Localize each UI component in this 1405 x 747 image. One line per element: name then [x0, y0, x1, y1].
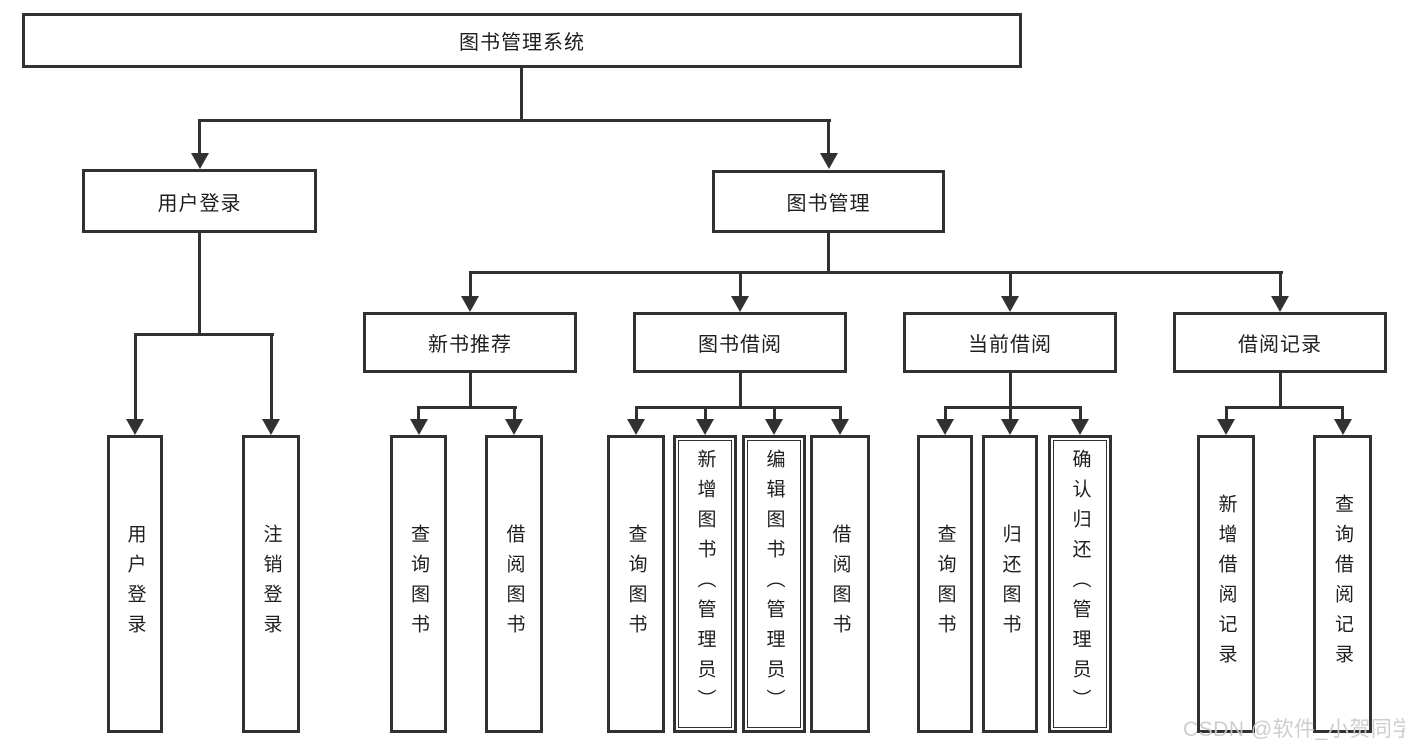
arrowhead-icon — [126, 419, 144, 435]
arrowhead-icon — [765, 419, 783, 435]
arrowhead-icon — [262, 419, 280, 435]
connector-line — [513, 406, 516, 421]
connector-line — [944, 406, 1082, 409]
connector-line — [635, 406, 638, 421]
connector-line — [739, 271, 742, 298]
connector-line — [1225, 406, 1228, 421]
arrowhead-icon — [731, 296, 749, 312]
arrowhead-icon — [1001, 296, 1019, 312]
leaf-query-books-recommend: 查询图书 — [390, 435, 447, 733]
leaf-add-book-admin: 新增图书（管理员） — [673, 435, 737, 733]
connector-root-stem — [520, 66, 523, 121]
arrowhead-icon — [1001, 419, 1019, 435]
arrowhead-icon — [1071, 419, 1089, 435]
leaf-user-login: 用户登录 — [107, 435, 163, 733]
connector-line — [1079, 406, 1082, 421]
node-current-borrowing: 当前借阅 — [903, 312, 1117, 373]
node-borrowing-records: 借阅记录 — [1173, 312, 1387, 373]
connector-line — [469, 371, 472, 409]
arrowhead-icon — [191, 153, 209, 169]
node-new-book-recommend: 新书推荐 — [363, 312, 577, 373]
connector-line — [417, 406, 517, 409]
connector-line — [417, 406, 420, 421]
arrowhead-icon — [936, 419, 954, 435]
connector-line — [773, 406, 776, 421]
leaf-query-books-current: 查询图书 — [917, 435, 973, 733]
connector-line — [1225, 406, 1344, 409]
connector-line — [1279, 271, 1282, 298]
connector-line — [134, 333, 137, 421]
arrowhead-icon — [410, 419, 428, 435]
arrowhead-icon — [505, 419, 523, 435]
arrowhead-icon — [820, 153, 838, 169]
leaf-confirm-return-admin: 确认归还（管理员） — [1048, 435, 1112, 733]
connector-line — [739, 371, 742, 409]
connector-line — [1009, 271, 1012, 298]
leaf-query-borrow-record: 查询借阅记录 — [1313, 435, 1372, 733]
node-root-system: 图书管理系统 — [22, 13, 1022, 68]
connector-line — [134, 333, 274, 336]
leaf-borrow-books-recommend: 借阅图书 — [485, 435, 543, 733]
connector-line — [704, 406, 707, 421]
connector-root-branch — [198, 119, 831, 122]
leaf-add-borrow-record: 新增借阅记录 — [1197, 435, 1255, 733]
connector-line — [469, 271, 1283, 274]
connector-line — [827, 231, 830, 274]
connector-line — [270, 333, 273, 421]
connector-line — [1009, 406, 1012, 421]
connector-line — [635, 406, 842, 409]
connector-line — [839, 406, 842, 421]
leaf-query-books-borrowing: 查询图书 — [607, 435, 665, 733]
connector-line — [198, 119, 201, 155]
arrowhead-icon — [1334, 419, 1352, 435]
connector-line — [198, 231, 201, 335]
arrowhead-icon — [461, 296, 479, 312]
arrowhead-icon — [696, 419, 714, 435]
arrowhead-icon — [831, 419, 849, 435]
leaf-return-books: 归还图书 — [982, 435, 1038, 733]
arrowhead-icon — [1217, 419, 1235, 435]
arrowhead-icon — [1271, 296, 1289, 312]
connector-line — [1341, 406, 1344, 421]
node-book-management: 图书管理 — [712, 170, 945, 233]
connector-line — [1009, 371, 1012, 409]
connector-line — [827, 119, 830, 155]
node-book-borrowing: 图书借阅 — [633, 312, 847, 373]
connector-line — [469, 271, 472, 298]
csdn-watermark: CSDN @软件_小贺同学 — [1183, 718, 1405, 741]
leaf-edit-book-admin: 编辑图书（管理员） — [742, 435, 806, 733]
leaf-logout: 注销登录 — [242, 435, 300, 733]
arrowhead-icon — [627, 419, 645, 435]
leaf-borrow-books-borrowing: 借阅图书 — [810, 435, 870, 733]
connector-line — [1279, 371, 1282, 409]
node-user-login: 用户登录 — [82, 169, 317, 233]
connector-line — [944, 406, 947, 421]
